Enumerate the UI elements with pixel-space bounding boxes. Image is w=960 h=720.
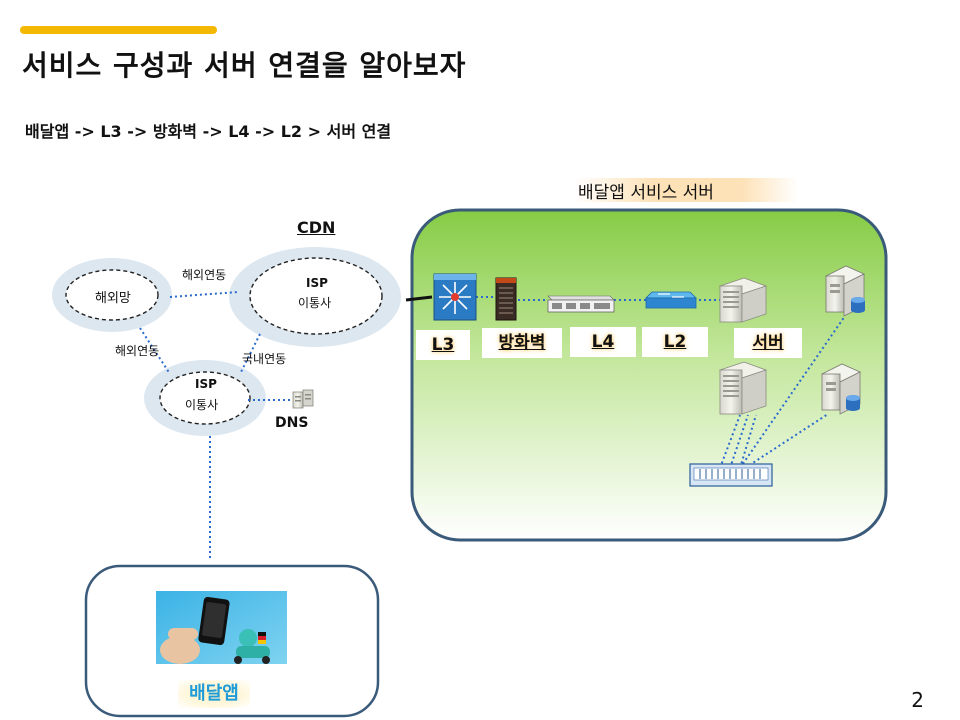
dns-label: DNS [275, 415, 309, 431]
server-icon [718, 361, 768, 415]
l4-label: L4 [570, 327, 636, 357]
flow-description: 배달앱 -> L3 -> 방화벽 -> L4 -> L2 > 서버 연결 [25, 122, 392, 141]
l2-switch-icon [645, 291, 697, 309]
isp-bottom-node [159, 371, 251, 425]
l4-switch-icon [547, 295, 615, 313]
link-storage-server-b [729, 414, 749, 469]
delivery-app-label: 배달앱 [178, 680, 250, 708]
overseas-net-node [65, 269, 159, 321]
firewall-icon [495, 277, 517, 321]
link-storage-server-c [739, 414, 757, 469]
delivery-app-illustration [156, 591, 287, 664]
database-server-icon [825, 265, 865, 317]
service-server-label: 배달앱 서비스 서버 [574, 178, 798, 203]
link-label-domestic: 국내연동 [242, 352, 287, 366]
storage-array-icon [689, 463, 773, 487]
link-overseas-isp-top [169, 291, 239, 298]
link-isp-l3 [405, 295, 433, 302]
isp-top-label-line2: 이통사 [298, 296, 332, 310]
isp-top-node [249, 257, 383, 335]
link-label-overseas-left: 해외연동 [115, 344, 160, 358]
service-panel [410, 208, 888, 542]
l3-switch-icon [433, 273, 477, 321]
title-accent-bar [20, 26, 217, 34]
dns-server-icon [292, 389, 314, 409]
link-storage-db2 [744, 413, 829, 469]
l3-label: L3 [416, 330, 470, 360]
link-storage-db1 [739, 315, 846, 469]
link-label-overseas-top: 해외연동 [182, 268, 227, 282]
server-label: 서버 [734, 328, 802, 358]
overseas-net-label: 해외망 [95, 291, 131, 306]
page-number: 2 [911, 688, 924, 712]
slide-title: 서비스 구성과 서버 연결을 알아보자 [22, 49, 467, 82]
l2-label: L2 [642, 327, 708, 357]
server-icon [718, 277, 768, 323]
link-overseas-isp-bottom [139, 327, 171, 375]
database-server-icon [821, 363, 861, 415]
isp-top-label-line1: ISP [306, 276, 328, 290]
isp-bottom-label-line1: ISP [195, 377, 217, 391]
firewall-label: 방화벽 [482, 328, 562, 358]
isp-bottom-label-line2: 이통사 [185, 398, 219, 412]
cdn-label: CDN [297, 218, 336, 237]
